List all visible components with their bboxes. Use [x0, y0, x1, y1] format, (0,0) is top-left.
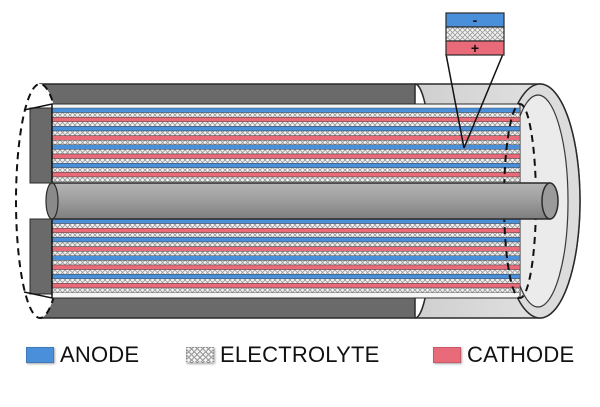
left-taper-bottom: [29, 218, 53, 295]
legend: ANODE ELECTROLYTE CATHODE: [0, 338, 600, 372]
core-rod: [45, 182, 559, 220]
cathode-layer: [51, 264, 521, 270]
legend-label-anode: ANODE: [60, 342, 140, 367]
anode-layer: [51, 255, 521, 261]
electrolyte-layer: [51, 112, 521, 118]
anode-layer: [51, 274, 521, 280]
electrolyte-layer: [51, 149, 521, 155]
anode-layer: [51, 107, 521, 113]
cathode-layer: [51, 153, 521, 159]
cathode-layer: [51, 135, 521, 141]
electrolyte-layer: [51, 260, 521, 266]
electrolyte-layer: [51, 232, 521, 238]
legend-item-electrolyte: ELECTROLYTE: [186, 338, 380, 372]
electrolyte-layer: [51, 176, 521, 182]
cathode-layer: [51, 246, 521, 252]
inset-plus-sign: +: [471, 40, 479, 56]
electrolyte-layer: [51, 158, 521, 164]
left-taper-top: [29, 107, 53, 184]
electrode-layers-top: [51, 107, 521, 182]
cathode-layer: [51, 116, 521, 122]
cathode-swatch: [433, 347, 461, 363]
cathode-layer: [51, 283, 521, 289]
electrode-layers-bottom: [51, 218, 521, 293]
cathode-layer: [51, 227, 521, 233]
electrolyte-layer: [51, 167, 521, 173]
electrolyte-layer: [51, 130, 521, 136]
inset-minus-sign: -: [473, 12, 478, 28]
electrolyte-layer: [51, 121, 521, 127]
electrolyte-layer: [51, 287, 521, 293]
anode-swatch: [26, 347, 54, 363]
legend-item-cathode: CATHODE: [433, 338, 574, 372]
legend-label-electrolyte: ELECTROLYTE: [220, 342, 380, 367]
electrolyte-layer: [51, 278, 521, 284]
anode-layer: [51, 144, 521, 150]
legend-item-anode: ANODE: [26, 338, 139, 372]
inset-cathode-layer: [445, 40, 505, 56]
electrolyte-layer: [51, 241, 521, 247]
electrolyte-layer: [51, 250, 521, 256]
legend-label-cathode: CATHODE: [467, 342, 575, 367]
zoom-callout: [445, 53, 504, 149]
electrolyte-layer: [51, 223, 521, 229]
anode-layer: [51, 126, 521, 132]
anode-layer: [51, 162, 521, 168]
electrolyte-layer: [51, 269, 521, 275]
anode-layer: [51, 237, 521, 243]
electrolyte-swatch: [186, 347, 214, 363]
layer-inset: - +: [445, 12, 505, 56]
electrolyte-layer: [51, 139, 521, 145]
cathode-layer: [51, 172, 521, 178]
inset-electrolyte-layer: [445, 26, 505, 42]
